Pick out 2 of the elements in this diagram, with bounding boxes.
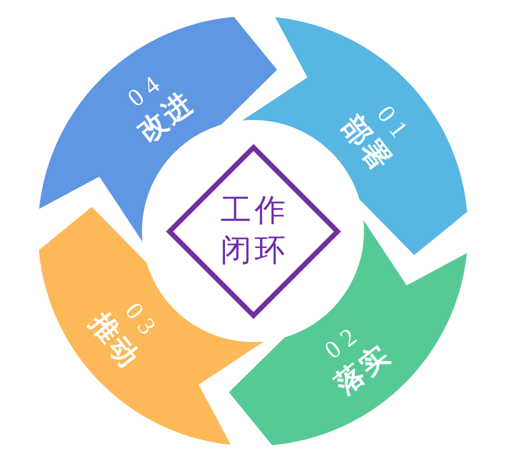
- center-title: 工作闭环: [220, 192, 290, 271]
- diamond-frame: [166, 144, 340, 318]
